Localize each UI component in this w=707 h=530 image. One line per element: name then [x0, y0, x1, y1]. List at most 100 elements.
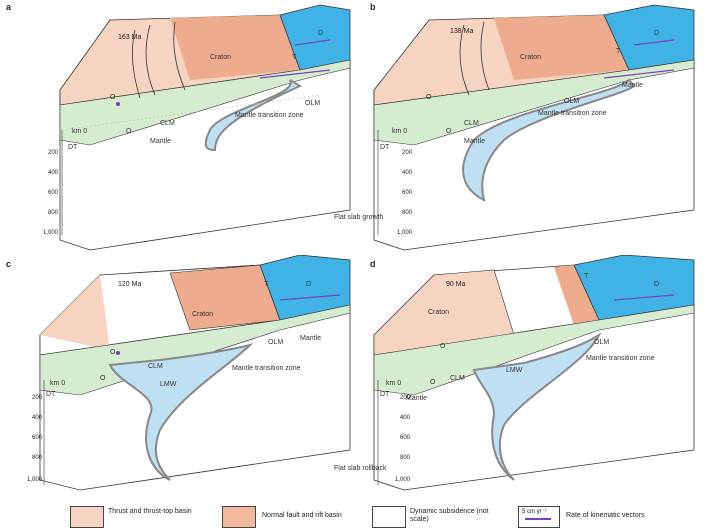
d-label: D [318, 30, 324, 37]
dt-label: DT [68, 144, 78, 151]
ocean-plate [603, 4, 695, 71]
o-label-2: O [100, 375, 106, 382]
clm-label: CLM [148, 363, 163, 370]
panel-b: b 138 Ma Craton Mantle Mantle Mantle tra… [334, 0, 707, 262]
depth-tick: 400 [47, 170, 58, 176]
craton-label: Craton [210, 54, 232, 61]
lmw-label: LMW [160, 381, 177, 388]
block-diagram-d [373, 255, 695, 491]
block-diagram-c [39, 255, 351, 491]
craton-label: Craton [428, 309, 450, 316]
mtz-label: Mantle transition zone [235, 112, 304, 119]
kinematic-scale-label: 5 cm yr⁻¹ [522, 509, 547, 515]
kinematic-legend-label: Rate of kinematic vectors [566, 512, 645, 519]
depth-tick: 200 [31, 395, 42, 401]
depth-tick: 1,000 [26, 477, 42, 483]
depth-tick: 200 [401, 150, 412, 156]
o-label-1: O [110, 94, 116, 101]
craton-label: Craton [192, 311, 214, 318]
ocean-plate [573, 255, 695, 321]
km-label: km 0 [72, 128, 88, 135]
km-label: km 0 [50, 380, 66, 387]
age-label: 138 Ma [450, 28, 474, 35]
dt-label: DT [380, 391, 390, 398]
o-label-2: O [430, 379, 436, 386]
t-label: T [292, 54, 297, 61]
caption: Flat slab growth [334, 214, 384, 221]
km-label: km 0 [392, 128, 408, 135]
ocean-plate [279, 4, 351, 71]
km-label: km 0 [386, 380, 402, 387]
t-label: T [264, 281, 269, 288]
panel-letter: a [6, 2, 12, 12]
block-diagram-a [59, 4, 351, 251]
depth-tick: 600 [399, 435, 410, 441]
age-label: 163 Ma [118, 34, 142, 41]
o-label-1: O [110, 349, 116, 356]
olm-label: OLM [305, 100, 321, 107]
panel-a: a 163 Ma Craton Mantle Mantle transition… [0, 0, 353, 262]
depth-tick: 400 [401, 170, 412, 176]
mtz-label: Mantle transition zone [586, 355, 655, 362]
clm-label: CLM [160, 120, 175, 127]
clm-label: CLM [464, 120, 479, 127]
dynamic-swatch [372, 506, 406, 528]
depth-tick: 400 [399, 415, 410, 421]
legend: Thrust and thrust-top basin Normal fault… [0, 502, 707, 530]
t-label: T [616, 48, 621, 55]
depth-tick: 1,000 [42, 230, 58, 236]
normal-swatch [222, 506, 256, 528]
o-label-2: O [126, 128, 132, 135]
kinematic-swatch: 5 cm yr⁻¹ [518, 506, 560, 528]
dt-label: DT [380, 144, 390, 151]
dt-label: DT [46, 391, 56, 398]
depth-tick: 600 [31, 435, 42, 441]
olm-label: OLM [564, 98, 580, 105]
block-diagram-b [373, 4, 695, 251]
panel-letter: d [370, 259, 376, 269]
d-label: D [654, 281, 660, 288]
mantle-label: Mantle [406, 395, 428, 402]
ocean-plate [259, 255, 351, 321]
craton-label: Craton [520, 54, 542, 61]
age-label: 90 Ma [446, 281, 466, 288]
depth-tick: 200 [47, 150, 58, 156]
depth-tick: 800 [31, 455, 42, 461]
arrow-icon [525, 518, 551, 520]
lmw-label: LMW [506, 367, 523, 374]
thrust-swatch [70, 506, 104, 528]
thrust-legend-label: Thrust and thrust-top basin [108, 508, 192, 515]
depth-tick: 800 [399, 455, 410, 461]
depth-tick: 1,000 [394, 477, 410, 483]
depth-tick: 600 [47, 190, 58, 196]
mtz-label: Mantle transition zone [538, 110, 607, 117]
clm-label: CLM [450, 375, 465, 382]
depth-tick: 600 [401, 190, 412, 196]
mantle-label: Mantle [464, 138, 486, 145]
t-label: T [584, 273, 589, 280]
age-label: 120 Ma [118, 281, 142, 288]
depth-tick: 800 [47, 210, 58, 216]
depth-tick: 400 [31, 415, 42, 421]
panel-letter: b [370, 2, 376, 12]
normal-legend-label: Normal fault and rift basin [262, 512, 342, 519]
depth-tick: 800 [401, 210, 412, 216]
d-label: D [306, 281, 312, 288]
panel-letter: c [6, 259, 12, 269]
o-label-2: O [446, 128, 452, 135]
o-label-1: O [426, 94, 432, 101]
o-label-1: O [440, 343, 446, 350]
depth-tick: 200 [399, 395, 410, 401]
d-label: D [654, 30, 660, 37]
mantle-label: Mantle [300, 335, 322, 342]
mantle-label: Mantle [150, 138, 172, 145]
mtz-label: Mantle transition zone [232, 365, 301, 372]
olm-label: OLM [268, 339, 284, 346]
dynamic-legend-label: Dynamic subsidence (not scale) [410, 508, 489, 523]
panel-c: c 120 Ma Craton Mantle Mantle transition… [0, 255, 353, 517]
depth-tick: 1,000 [396, 230, 412, 236]
mantle-label: Mantle [622, 82, 644, 89]
olm-label: OLM [594, 339, 610, 346]
caption: Flat slab rollback [334, 465, 387, 472]
panel-d: d 90 Ma Craton Mantle Mantle transition … [334, 255, 707, 517]
